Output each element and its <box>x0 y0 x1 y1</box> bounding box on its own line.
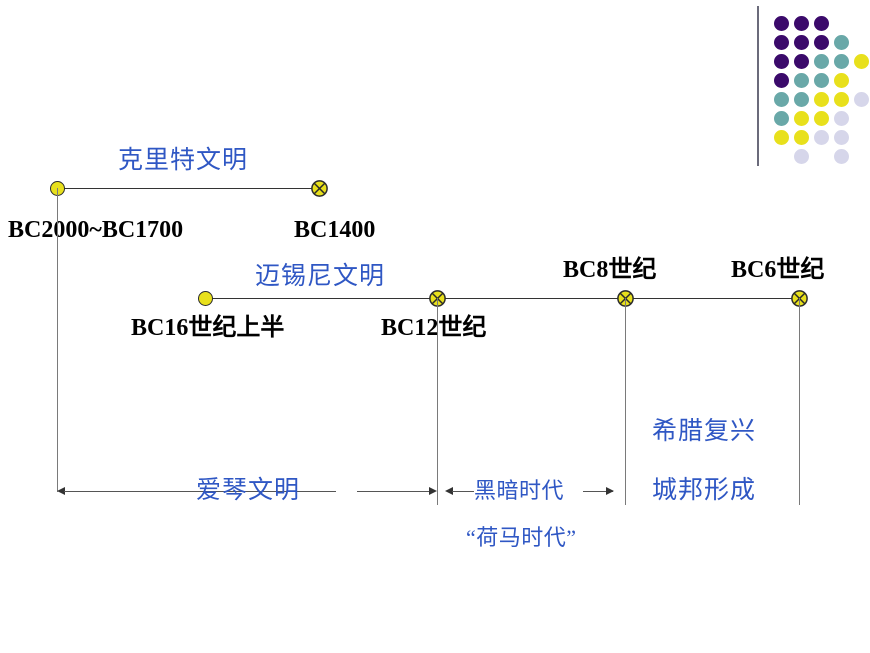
bc6-dropline <box>799 298 800 505</box>
era-label-crete: 克里特文明 <box>118 147 249 174</box>
crete-span-line <box>57 188 319 189</box>
marker-crete-end <box>311 180 328 197</box>
aegean-bracket-line-right <box>357 491 430 492</box>
ornament-dot <box>774 111 789 126</box>
marker-mycenae-start <box>198 291 213 306</box>
era-label-homeric-age: “荷马时代” <box>466 525 577 550</box>
date-label-bc6: BC6世纪 <box>731 257 825 283</box>
bc8-dropline <box>625 298 626 505</box>
date-label-crete-end: BC1400 <box>294 217 376 243</box>
era-label-dark-age: 黑暗时代 <box>474 478 565 503</box>
date-label-mycenae-start: BC16世纪上半 <box>131 315 285 341</box>
ornament-dot <box>834 73 849 88</box>
ornament-dot <box>814 54 829 69</box>
ornament-dot <box>834 92 849 107</box>
aegean-left-arrowhead <box>57 487 65 495</box>
mycenae-to-bc6-span-line <box>205 298 799 299</box>
darkage-bracket-line-right <box>583 491 613 492</box>
ornament-dot <box>794 130 809 145</box>
ornament-vertical-rule <box>757 6 759 166</box>
darkage-left-arrowhead <box>445 487 453 495</box>
ornament-dot <box>834 111 849 126</box>
era-label-aegean: 爱琴文明 <box>196 477 301 504</box>
ornament-dot <box>774 130 789 145</box>
ornament-dot <box>794 73 809 88</box>
date-label-mycenae-end: BC12世纪 <box>381 315 487 341</box>
ornament-dot <box>834 149 849 164</box>
ornament-dot <box>814 73 829 88</box>
era-label-polis-formation: 城邦形成 <box>652 477 757 504</box>
date-label-crete-start: BC2000~BC1700 <box>8 217 184 243</box>
ornament-dot <box>834 54 849 69</box>
ornament-dot <box>814 16 829 31</box>
ornament-dot <box>814 35 829 50</box>
darkage-right-arrowhead <box>606 487 614 495</box>
ornament-dot <box>794 54 809 69</box>
ornament-dot <box>814 92 829 107</box>
ornament-dot <box>774 92 789 107</box>
mycenae-end-dropline <box>437 298 438 505</box>
ornament-dot <box>794 92 809 107</box>
ornament-dot <box>794 149 809 164</box>
darkage-bracket-line-left <box>452 491 474 492</box>
dot-grid-ornament <box>752 6 870 166</box>
ornament-dot <box>774 35 789 50</box>
ornament-dot <box>774 54 789 69</box>
ornament-dot <box>814 111 829 126</box>
aegean-right-arrowhead <box>429 487 437 495</box>
date-label-bc8: BC8世纪 <box>563 257 657 283</box>
ornament-dot <box>854 54 869 69</box>
ornament-dot <box>814 130 829 145</box>
ornament-dot <box>774 73 789 88</box>
ornament-dot <box>794 111 809 126</box>
ornament-dot <box>794 35 809 50</box>
ornament-dot <box>834 35 849 50</box>
ornament-dot <box>774 16 789 31</box>
ornament-dot <box>794 16 809 31</box>
aegean-bracket-line-left <box>64 491 336 492</box>
era-label-mycenae: 迈锡尼文明 <box>255 263 386 290</box>
era-label-greek-revival: 希腊复兴 <box>652 418 757 445</box>
ornament-dot <box>834 130 849 145</box>
crete-start-dropline <box>57 188 58 492</box>
ornament-dot <box>854 92 869 107</box>
